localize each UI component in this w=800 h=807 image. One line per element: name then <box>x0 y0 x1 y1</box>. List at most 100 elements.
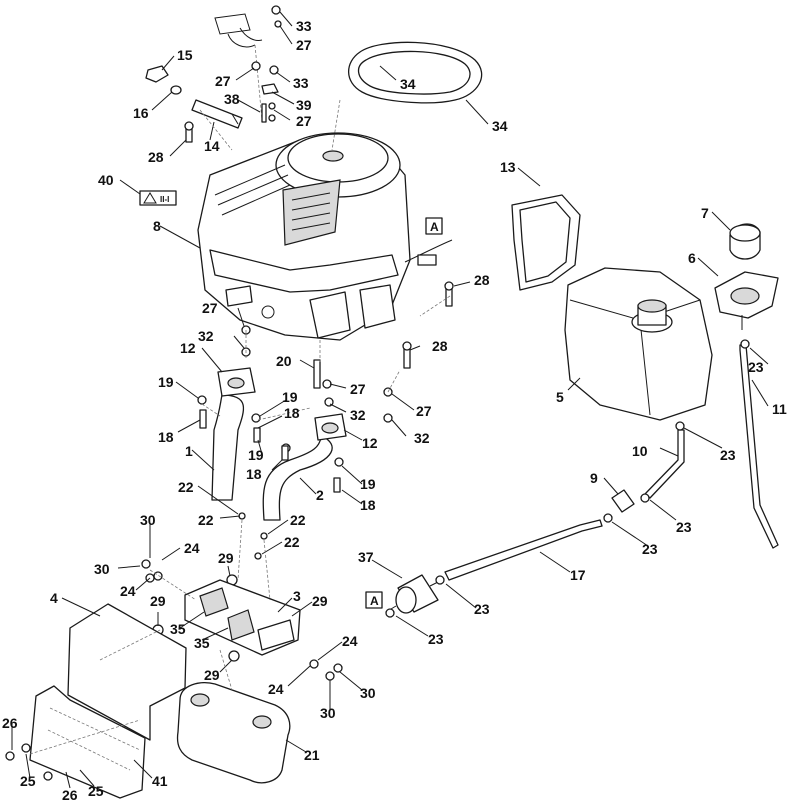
callout-24d: 24 <box>268 681 284 697</box>
callout-18c: 18 <box>246 466 262 482</box>
callout-20: 20 <box>276 353 292 369</box>
engine-assembly <box>197 132 453 341</box>
callout-11: 11 <box>772 401 787 417</box>
fuel-filter <box>385 574 443 614</box>
ref-marker-a-filter: A <box>365 591 383 609</box>
callout-40: 40 <box>98 172 114 188</box>
callout-27c: 27 <box>296 113 312 129</box>
callout-24a: 24 <box>184 540 200 556</box>
callout-27d: 27 <box>202 300 218 316</box>
callout-27f: 27 <box>416 403 432 419</box>
callout-38: 38 <box>224 91 240 107</box>
callout-1: 1 <box>185 443 193 459</box>
callout-22b: 22 <box>198 512 214 528</box>
callout-18a: 18 <box>158 429 174 445</box>
callout-6: 6 <box>688 250 696 266</box>
callout-labels: 33 27 15 16 27 33 38 39 27 34 34 28 14 4… <box>2 18 787 803</box>
callout-13: 13 <box>500 159 516 175</box>
callout-15: 15 <box>177 47 193 63</box>
callout-23f: 23 <box>428 631 444 647</box>
callout-27a: 27 <box>296 37 312 53</box>
callout-7: 7 <box>701 205 709 221</box>
callout-22c: 22 <box>290 512 306 528</box>
callout-23a: 23 <box>748 359 764 375</box>
callout-32c: 32 <box>414 430 430 446</box>
callout-24c: 24 <box>342 633 358 649</box>
callout-35a: 35 <box>170 621 186 637</box>
callout-22a: 22 <box>178 479 194 495</box>
callout-2: 2 <box>316 487 324 503</box>
muffler <box>176 682 291 784</box>
callout-22d: 22 <box>284 534 300 550</box>
callout-21: 21 <box>304 747 320 763</box>
heat-shield-top <box>67 603 187 741</box>
callout-30b: 30 <box>94 561 110 577</box>
callout-23b: 23 <box>720 447 736 463</box>
callout-25a: 25 <box>20 773 36 789</box>
callout-23d: 23 <box>642 541 658 557</box>
callout-27e: 27 <box>350 381 366 397</box>
callout-18d: 18 <box>360 497 376 513</box>
callout-14: 14 <box>204 138 220 154</box>
callout-29c: 29 <box>312 593 328 609</box>
callout-25b: 25 <box>88 783 104 799</box>
callout-29b: 29 <box>150 593 166 609</box>
muffler-bracket <box>184 579 301 656</box>
svg-text:A: A <box>430 220 439 234</box>
callout-18b: 18 <box>284 405 300 421</box>
snap-ring <box>347 41 483 104</box>
callout-9: 9 <box>590 470 598 486</box>
svg-text:II-I: II-I <box>160 195 169 204</box>
callout-19c: 19 <box>248 447 264 463</box>
callout-28a: 28 <box>148 149 164 165</box>
callout-41: 41 <box>152 773 168 789</box>
callout-27b: 27 <box>215 73 231 89</box>
callout-35b: 35 <box>194 635 210 651</box>
callout-12a: 12 <box>180 340 196 356</box>
filler-neck <box>714 271 779 330</box>
callout-28b: 28 <box>474 272 490 288</box>
callout-33a: 33 <box>296 18 312 34</box>
svg-text:A: A <box>370 594 379 608</box>
exhaust-pipe-left <box>211 394 245 501</box>
callout-19a: 19 <box>158 374 174 390</box>
callout-26a: 26 <box>2 715 18 731</box>
callout-29d: 29 <box>204 667 220 683</box>
callout-32b: 32 <box>350 407 366 423</box>
hose-clamp <box>611 489 635 513</box>
dipstick-cap <box>145 65 182 95</box>
fuel-hose-main <box>444 519 603 581</box>
callout-4: 4 <box>50 590 58 606</box>
fuel-hose-long <box>739 344 779 549</box>
heat-shield-bottom <box>29 685 146 799</box>
callout-8: 8 <box>153 218 161 234</box>
fuel-hose-short <box>644 429 685 499</box>
callout-34b: 34 <box>492 118 508 134</box>
callout-30d: 30 <box>320 705 336 721</box>
exhaust-gasket-right <box>314 413 347 441</box>
exhaust-pipe-right <box>262 435 333 521</box>
callout-24b: 24 <box>120 583 136 599</box>
assembly-guides <box>29 99 451 755</box>
ref-marker-a-engine: A <box>425 217 443 235</box>
callout-17: 17 <box>570 567 586 583</box>
wire-connector <box>214 13 263 121</box>
callout-30a: 30 <box>140 512 156 528</box>
callout-3: 3 <box>293 588 301 604</box>
leader-lines <box>11 11 769 789</box>
callout-19d: 19 <box>360 476 376 492</box>
callout-16: 16 <box>133 105 149 121</box>
tank-strap <box>511 194 581 291</box>
fuel-cap <box>729 223 761 260</box>
callout-30c: 30 <box>360 685 376 701</box>
callout-29a: 29 <box>218 550 234 566</box>
callout-32a: 32 <box>198 328 214 344</box>
callout-23e: 23 <box>474 601 490 617</box>
callout-19b: 19 <box>282 389 298 405</box>
fuel-tank <box>564 267 713 421</box>
callout-10: 10 <box>632 443 648 459</box>
warning-decal: II-I <box>139 190 177 206</box>
callout-5: 5 <box>556 389 564 405</box>
callout-33b: 33 <box>293 75 309 91</box>
exhaust-gasket-left <box>217 367 256 397</box>
